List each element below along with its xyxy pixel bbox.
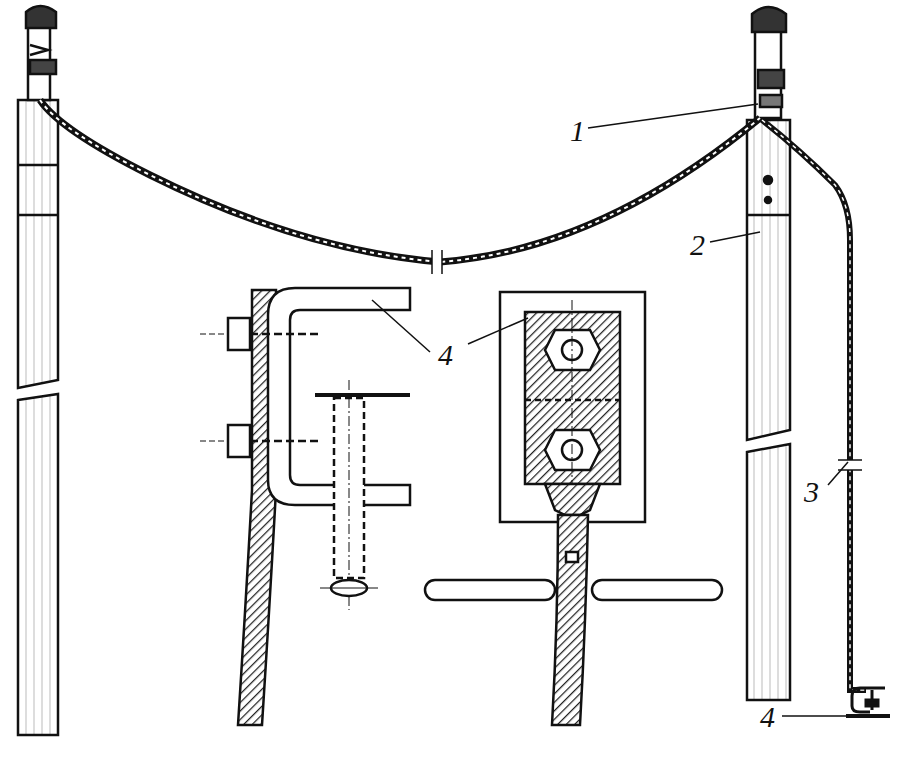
clamp-side-view	[200, 288, 410, 725]
ground-clamp	[846, 688, 890, 716]
ground-cable	[40, 100, 866, 690]
callout-number: 4	[436, 340, 455, 370]
callout-number: 3	[802, 477, 821, 507]
right-pole	[747, 7, 790, 700]
callout-number: 1	[568, 116, 587, 146]
clamp-front-view	[425, 292, 722, 725]
callout-number: 2	[688, 230, 707, 260]
leader-lines	[372, 104, 848, 716]
callout-number: 4	[758, 702, 777, 732]
